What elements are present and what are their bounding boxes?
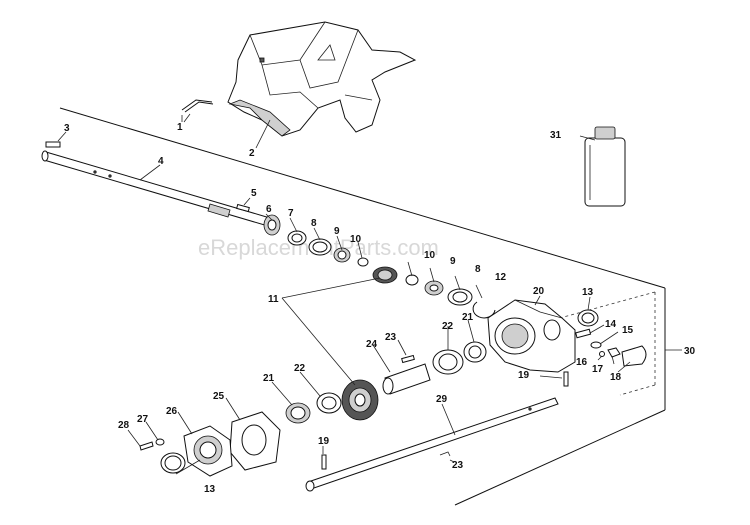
- lower-left-rings: [285, 392, 342, 424]
- callout-3: 3: [64, 123, 70, 134]
- right-side-parts: [575, 309, 647, 367]
- gasket-25: [229, 411, 281, 471]
- callout-5: 5: [251, 188, 257, 199]
- callout-10a: 10: [350, 234, 362, 245]
- callout-23b: 23: [452, 460, 464, 471]
- callout-29: 29: [436, 394, 448, 405]
- lower-upper-row: [382, 341, 487, 395]
- oil-bottle: [584, 126, 626, 207]
- callout-17: 17: [592, 364, 604, 375]
- deflector-guard: [227, 21, 417, 137]
- callout-9b: 9: [450, 256, 456, 267]
- callout-6: 6: [266, 204, 272, 215]
- callout-14: 14: [605, 319, 617, 330]
- callout-7: 7: [288, 208, 294, 219]
- upper-bearing-stack: [263, 214, 369, 267]
- assembly-outline: [59, 107, 682, 506]
- callout-8b: 8: [475, 264, 481, 275]
- cover-26: [183, 425, 233, 477]
- part-5-key: [236, 197, 251, 213]
- callout-12: 12: [495, 272, 507, 283]
- callout-8a: 8: [311, 218, 317, 229]
- callout-1: 1: [177, 122, 183, 133]
- callout-2: 2: [249, 148, 255, 159]
- callout-28: 28: [118, 420, 130, 431]
- callout-26: 26: [166, 406, 178, 417]
- callout-9a: 9: [334, 226, 340, 237]
- callout-16: 16: [576, 357, 588, 368]
- callout-25: 25: [213, 391, 225, 402]
- callout-18: 18: [610, 372, 622, 383]
- callout-10b: 10: [424, 250, 436, 261]
- pins-19: [321, 371, 569, 470]
- fasteners: [139, 438, 165, 451]
- callout-22b: 22: [294, 363, 306, 374]
- callout-11: 11: [268, 294, 279, 305]
- callout-19b: 19: [318, 436, 330, 447]
- callout-21b: 21: [263, 373, 275, 384]
- right-bearing-stack: [405, 274, 496, 319]
- callout-15: 15: [622, 325, 634, 336]
- spiral-gear-upper: [372, 266, 398, 284]
- callout-13b: 13: [204, 484, 216, 495]
- callout-labels: 1 2 3 4 5 6 7 8 8 9 9 10 10 11 12 13 13 …: [64, 122, 696, 495]
- callout-22a: 22: [442, 321, 454, 332]
- callout-31: 31: [550, 130, 562, 141]
- callout-27: 27: [137, 414, 149, 425]
- callout-19a: 19: [518, 370, 530, 381]
- callout-24: 24: [366, 339, 378, 350]
- callout-21a: 21: [462, 312, 474, 323]
- ring-13-lower: [160, 452, 186, 474]
- gear-housing: [487, 299, 576, 373]
- part-3-pin: [45, 131, 67, 148]
- callout-20: 20: [533, 286, 545, 297]
- part-1-key: [181, 99, 214, 123]
- lower-shaft: [305, 397, 559, 492]
- leader-lines: [127, 115, 631, 475]
- callout-13a: 13: [582, 287, 594, 298]
- drive-shaft-top: [41, 150, 271, 227]
- spiral-gear-lower: [341, 379, 379, 421]
- callout-30: 30: [684, 346, 696, 357]
- callout-23a: 23: [385, 332, 397, 343]
- callout-4: 4: [158, 156, 164, 167]
